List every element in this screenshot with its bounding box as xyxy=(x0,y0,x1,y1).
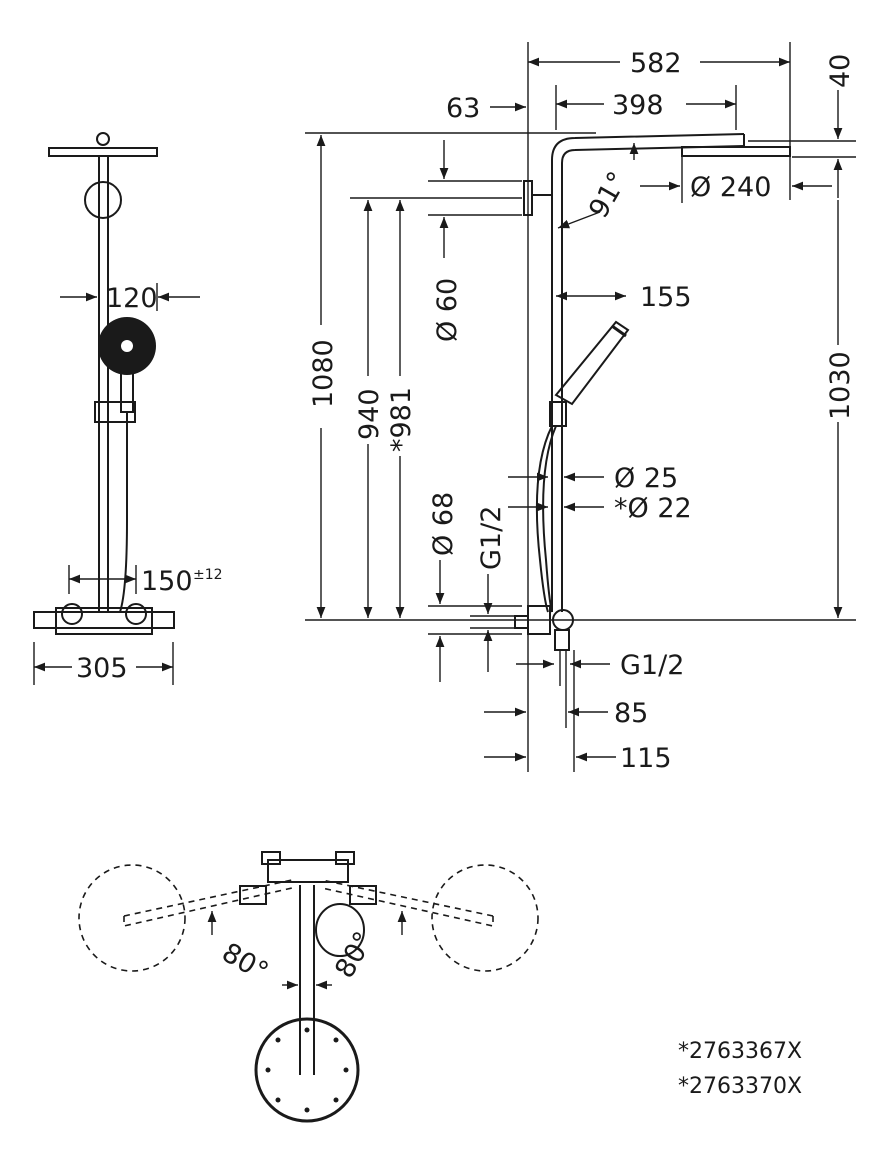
front-mixer xyxy=(33,611,175,629)
dim-981-label: *981 xyxy=(386,387,417,452)
dim-305-label: 305 xyxy=(76,653,128,684)
front-mixer-inlet-right xyxy=(125,603,147,625)
dim-22-label: *Ø 22 xyxy=(614,493,692,524)
top-swing-arm-right xyxy=(321,887,494,927)
dim-120-label: 120 xyxy=(106,283,158,314)
front-head-connector xyxy=(96,132,110,146)
dim-150-tolerance: ±12 xyxy=(193,567,223,583)
side-hose xyxy=(535,425,553,613)
top-fitting-left xyxy=(239,885,267,905)
dim-40-label: 40 xyxy=(825,54,856,88)
side-wall-bracket xyxy=(523,180,533,216)
top-swing-arm-left-b xyxy=(123,879,293,917)
side-mixer-inlet xyxy=(514,615,529,629)
top-mixer-valve-right xyxy=(335,851,355,865)
front-hand-shower-handle xyxy=(120,371,134,413)
note-article-1: *2763367X xyxy=(678,1039,802,1064)
swing-angle-right-label: 80° xyxy=(329,927,380,984)
dim-940-label: 940 xyxy=(354,388,385,440)
dim-1030-label: 1030 xyxy=(825,351,856,420)
top-hand-shower xyxy=(315,903,365,957)
side-hose-inner xyxy=(542,425,557,613)
front-slider xyxy=(94,401,136,423)
top-mixer-valve-left xyxy=(261,851,281,865)
dim-155-label: 155 xyxy=(640,282,692,313)
side-hand-shower xyxy=(554,320,630,406)
dim-150-label: 150 xyxy=(141,566,193,597)
front-hand-shower-centre xyxy=(121,340,133,352)
dim-g12v-label: G1/2 xyxy=(476,506,507,570)
dim-68-label: Ø 68 xyxy=(428,492,459,556)
front-mixer-inlet-left xyxy=(61,603,83,625)
top-head-nozzles xyxy=(265,1027,349,1113)
side-overhead-head xyxy=(681,146,791,157)
side-riser-inner xyxy=(561,145,745,612)
article-notes: *2763367X *2763370X xyxy=(678,1039,802,1099)
swing-circle-left xyxy=(78,864,186,972)
dim-g12h-label: G1/2 xyxy=(620,650,684,681)
side-view: 582 40 63 398 91° Ø 240 Ø 60 155 xyxy=(305,42,856,774)
top-overhead-head xyxy=(254,1017,360,1123)
front-mixer-body xyxy=(55,607,153,635)
front-hose xyxy=(119,412,128,613)
top-swing-arm-left xyxy=(123,887,293,928)
dim-1080-label: 1080 xyxy=(308,339,339,408)
dim-60-label: Ø 60 xyxy=(432,278,463,342)
dim-240-label: Ø 240 xyxy=(690,172,771,203)
side-mixer-outlet xyxy=(554,629,570,651)
note-article-2: *2763370X xyxy=(678,1074,802,1099)
dim-115-label: 115 xyxy=(620,743,672,774)
dim-398-label: 398 xyxy=(612,90,664,121)
front-view: 120 150 ±12 305 xyxy=(33,132,223,685)
side-riser-outer xyxy=(551,133,745,612)
dim-582-label: 582 xyxy=(630,48,682,79)
front-overhead-head xyxy=(48,147,158,157)
dim-85-label: 85 xyxy=(614,698,648,729)
front-wall-bracket xyxy=(84,181,122,219)
top-view: 80° 80° xyxy=(78,851,539,1123)
dim-91-arrow-bottom xyxy=(557,211,601,229)
side-slider xyxy=(549,401,567,427)
top-swing-arm-right-b xyxy=(321,879,494,917)
dim-25-label: Ø 25 xyxy=(614,463,678,494)
swing-angle-left-label: 80° xyxy=(217,937,274,988)
swing-circle-right xyxy=(431,864,539,972)
top-mixer xyxy=(267,859,349,883)
dim-63-label: 63 xyxy=(446,93,480,124)
side-hand-shower-face xyxy=(611,324,627,338)
